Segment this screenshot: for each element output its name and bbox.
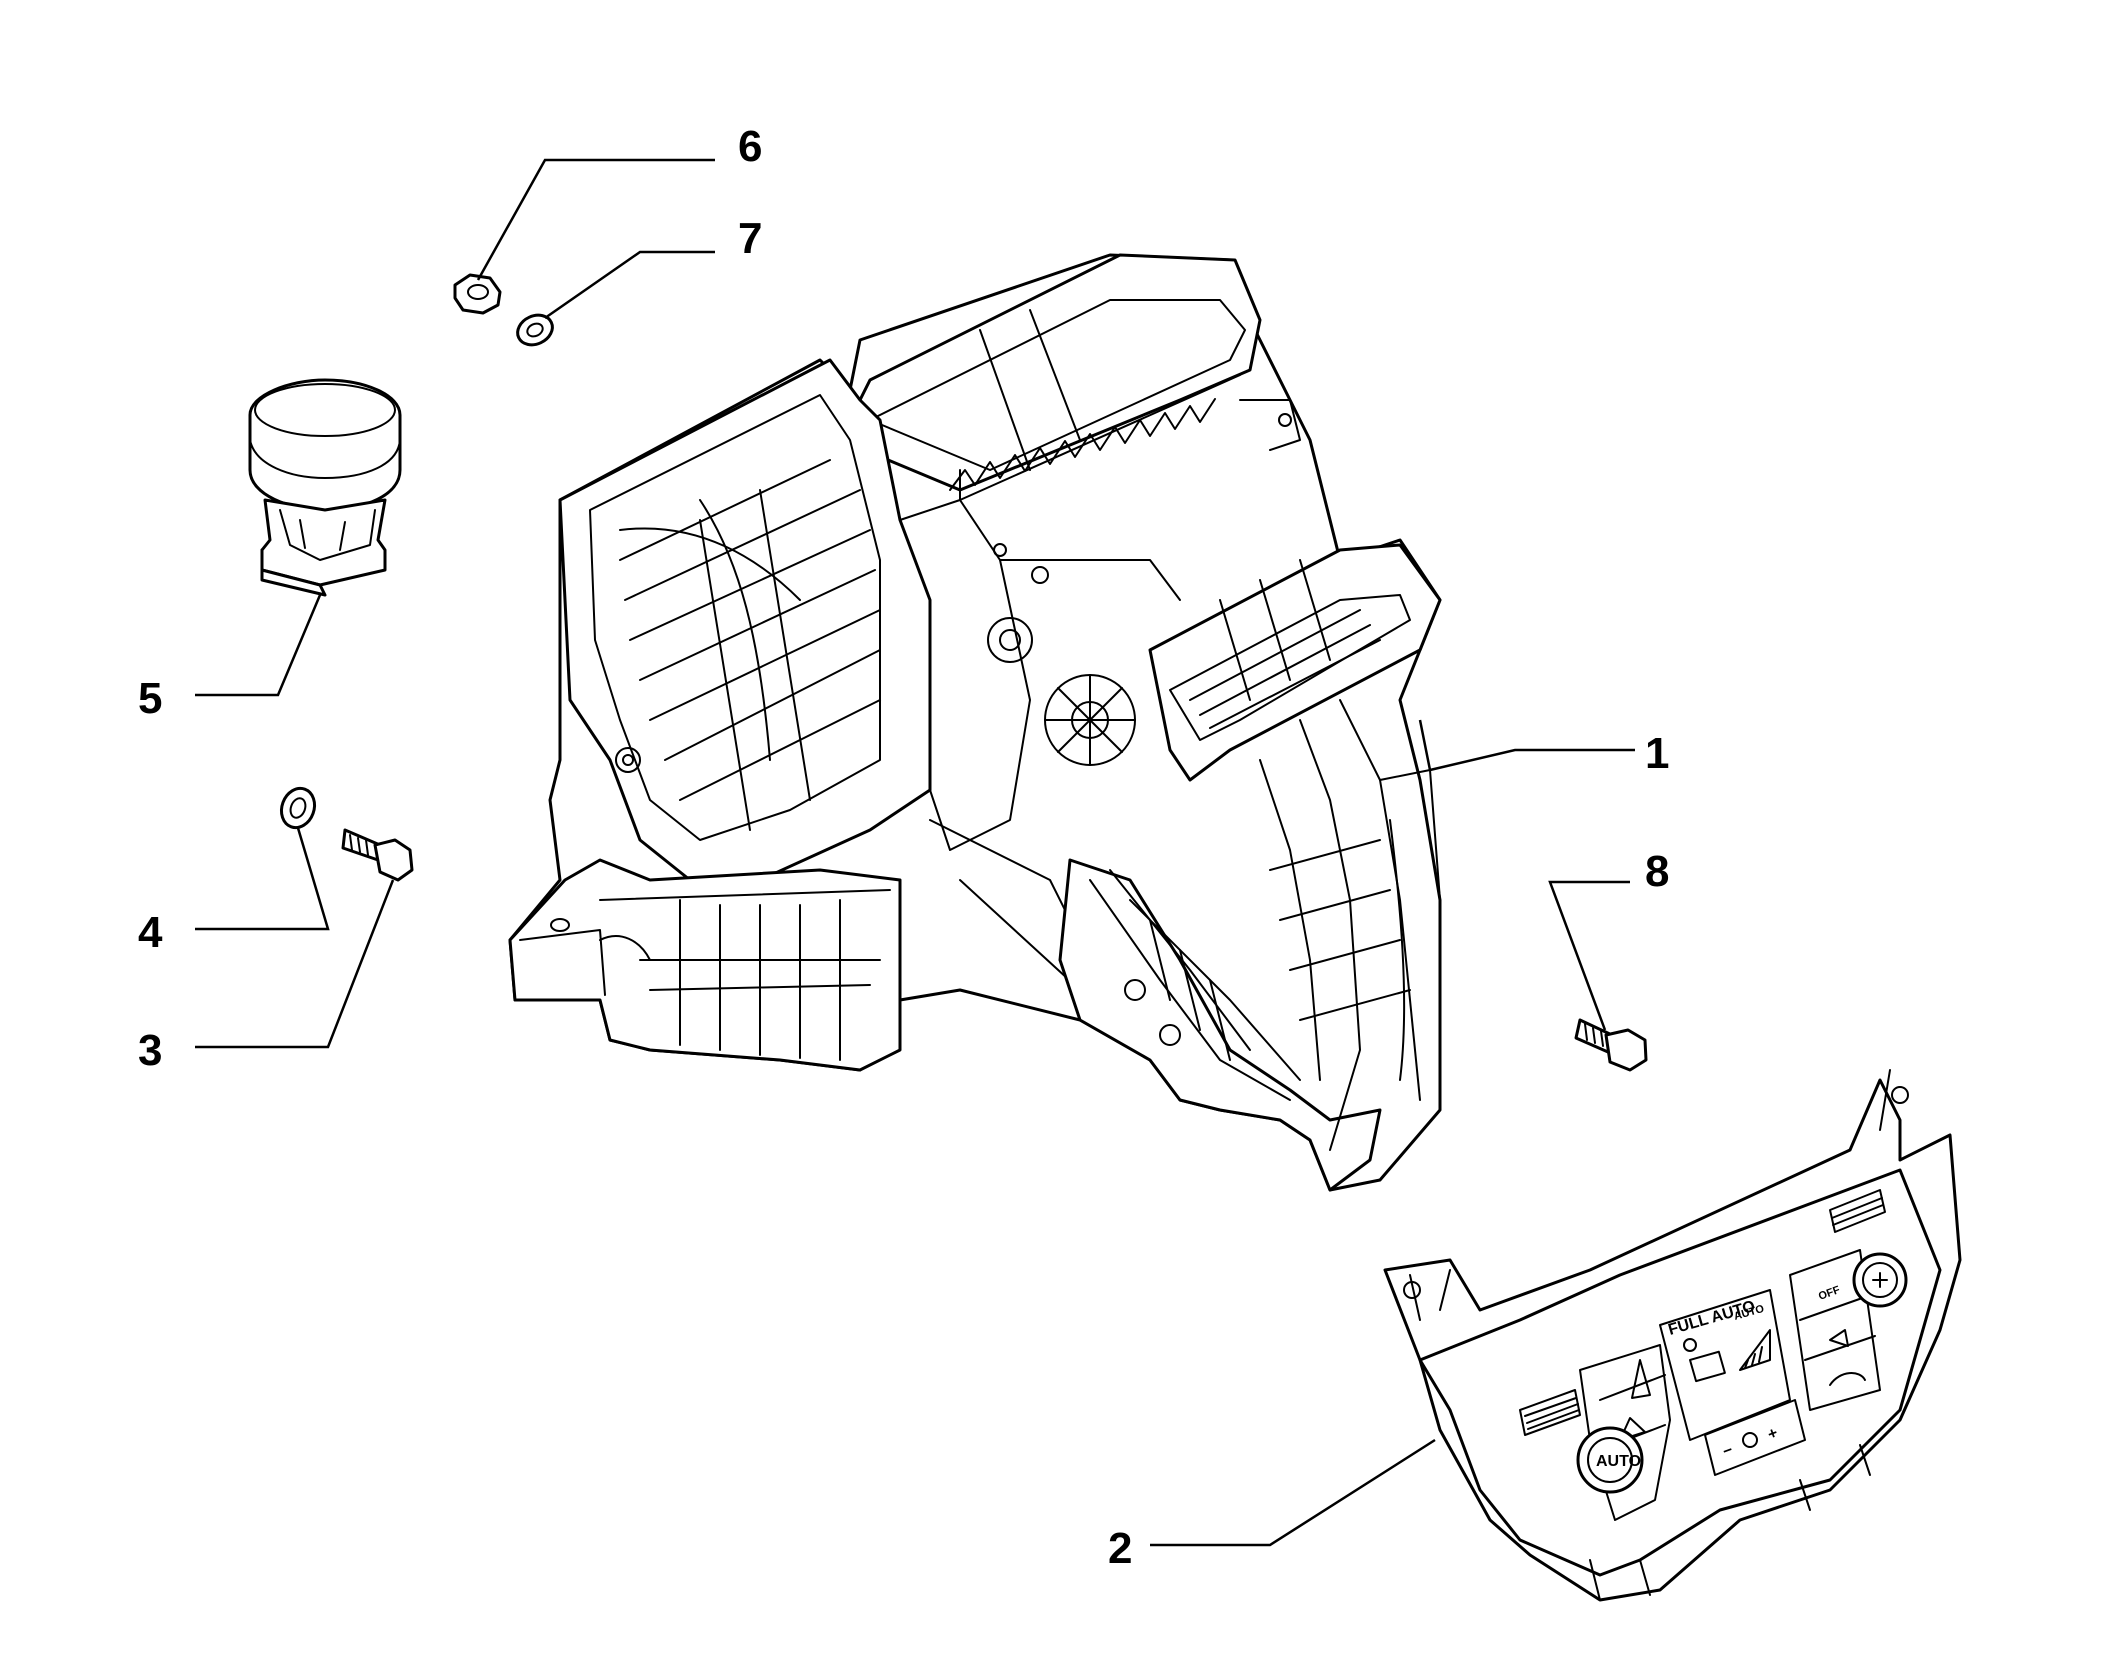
leader-2 bbox=[1150, 1438, 1436, 1547]
hvac-housing bbox=[508, 253, 1442, 1192]
climate-control-panel: AUTO FULL AUTO AUTO − + OFF bbox=[1383, 1069, 1962, 1602]
leader-6 bbox=[476, 158, 715, 281]
washer-part-upper bbox=[516, 313, 554, 347]
actuator-part bbox=[248, 378, 402, 597]
leader-8 bbox=[1548, 880, 1630, 1031]
leader-4 bbox=[195, 827, 330, 931]
leader-7 bbox=[544, 250, 715, 320]
leader-5 bbox=[195, 594, 322, 697]
leader-3 bbox=[195, 879, 395, 1049]
bolt-part-right bbox=[1574, 1018, 1648, 1072]
leader-lines bbox=[195, 158, 1635, 1547]
callout-2: 2 bbox=[1108, 1524, 1132, 1573]
leader-1 bbox=[1418, 719, 1635, 772]
callout-1: 1 bbox=[1645, 729, 1669, 778]
callout-7: 7 bbox=[738, 214, 762, 263]
callout-8: 8 bbox=[1645, 847, 1669, 896]
callout-6: 6 bbox=[738, 122, 762, 171]
auto-button-label: AUTO bbox=[1596, 1453, 1641, 1470]
callout-labels: 1 2 3 4 5 6 7 8 bbox=[138, 122, 1669, 1573]
washer-part-lower bbox=[279, 786, 317, 830]
callout-5: 5 bbox=[138, 674, 162, 723]
bolt-part-left bbox=[341, 828, 414, 882]
callout-4: 4 bbox=[138, 908, 163, 957]
nut-part bbox=[453, 273, 502, 315]
callout-3: 3 bbox=[138, 1026, 162, 1075]
